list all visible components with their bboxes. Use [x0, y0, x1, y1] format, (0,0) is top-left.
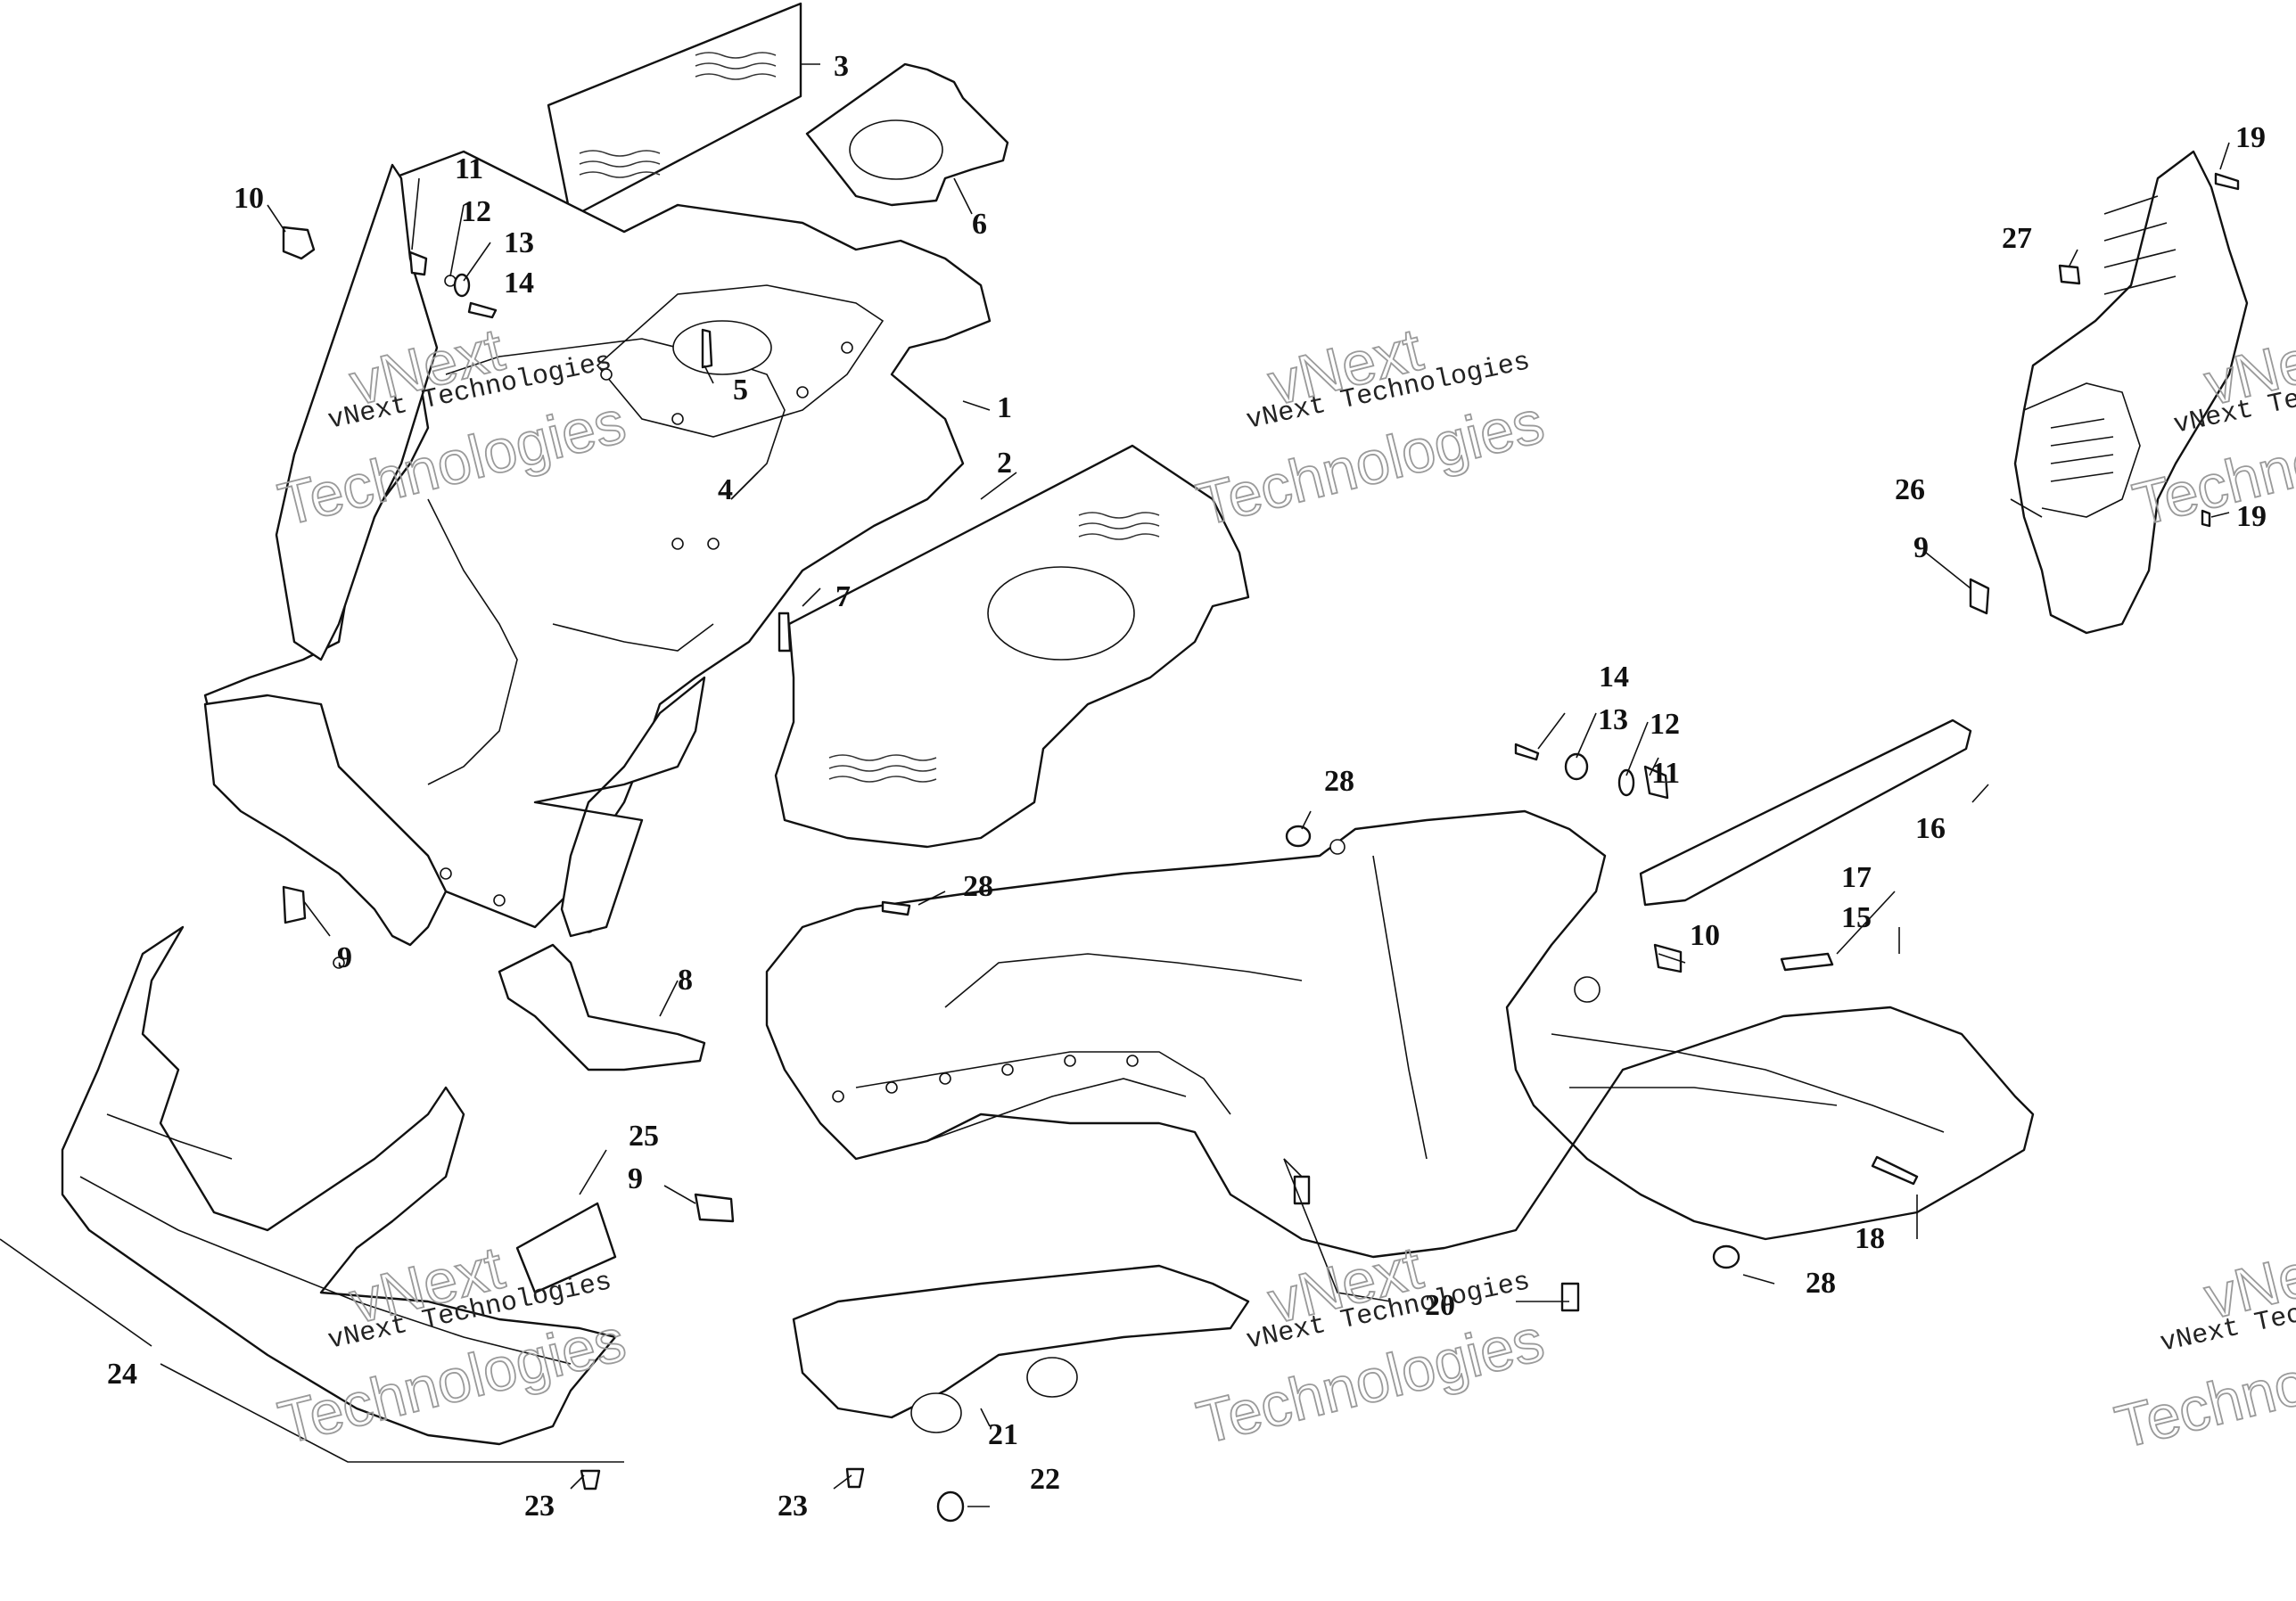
part-2-mat — [774, 444, 1250, 849]
callout-23-left: 23 — [524, 1490, 555, 1523]
callout-17: 17 — [1841, 861, 1872, 894]
center-lower-body — [765, 809, 2035, 1259]
callout-21: 21 — [988, 1418, 1018, 1451]
callout-22: 22 — [1030, 1463, 1060, 1496]
callout-13-left: 13 — [504, 226, 534, 259]
callout-10-right: 10 — [1690, 919, 1720, 952]
callout-20: 20 — [1425, 1289, 1455, 1322]
callout-9-right: 9 — [1913, 531, 1929, 564]
part-1-lower-frame — [203, 676, 706, 947]
callout-24: 24 — [107, 1358, 137, 1391]
leader-lines — [0, 63, 2230, 1507]
callout-9-center: 9 — [628, 1162, 643, 1195]
part-16-rail — [1639, 718, 1972, 907]
callout-11-left: 11 — [455, 152, 483, 185]
callout-28-top: 28 — [1324, 765, 1354, 798]
callout-11-right: 11 — [1651, 757, 1680, 790]
callout-3: 3 — [834, 50, 849, 83]
callout-15: 15 — [1841, 901, 1872, 934]
callout-13-right: 13 — [1598, 703, 1628, 736]
callout-9-left: 9 — [337, 941, 352, 974]
callout-14-right: 14 — [1599, 661, 1629, 694]
callout-5: 5 — [733, 374, 748, 406]
callout-27: 27 — [2002, 222, 2032, 255]
callout-8: 8 — [678, 964, 693, 997]
part-8-bracket — [498, 943, 706, 1071]
callout-12-right: 12 — [1650, 708, 1680, 741]
callout-18: 18 — [1855, 1222, 1885, 1255]
callout-25: 25 — [629, 1120, 659, 1153]
callout-26: 26 — [1895, 473, 1925, 506]
callout-28-center: 28 — [963, 870, 993, 903]
callout-labels: 1 2 3 4 5 6 7 8 9 9 9 10 10 11 11 12 12 … — [107, 50, 2267, 1523]
callout-23-center: 23 — [778, 1490, 808, 1523]
callout-1: 1 — [997, 391, 1012, 424]
callout-14-left: 14 — [504, 267, 534, 300]
callout-2: 2 — [997, 447, 1012, 480]
callout-12-left: 12 — [461, 195, 491, 228]
part-3-panel — [547, 2, 802, 219]
part-21-intake — [792, 1264, 1250, 1433]
callout-19-lower: 19 — [2236, 500, 2267, 533]
callout-10-left: 10 — [234, 182, 264, 215]
part-1-body — [203, 150, 992, 969]
callout-16: 16 — [1915, 812, 1946, 845]
callout-7: 7 — [835, 580, 851, 613]
callout-28-bottom: 28 — [1806, 1267, 1836, 1300]
hardware — [282, 172, 2240, 1523]
part-24-lower-front — [61, 925, 617, 1446]
part-25-shield — [515, 1202, 617, 1294]
callout-4: 4 — [718, 473, 733, 506]
callout-19-top: 19 — [2235, 121, 2266, 154]
callout-6: 6 — [972, 208, 987, 241]
part-6-gasket — [805, 62, 1009, 207]
part-26-vent — [2013, 150, 2249, 635]
